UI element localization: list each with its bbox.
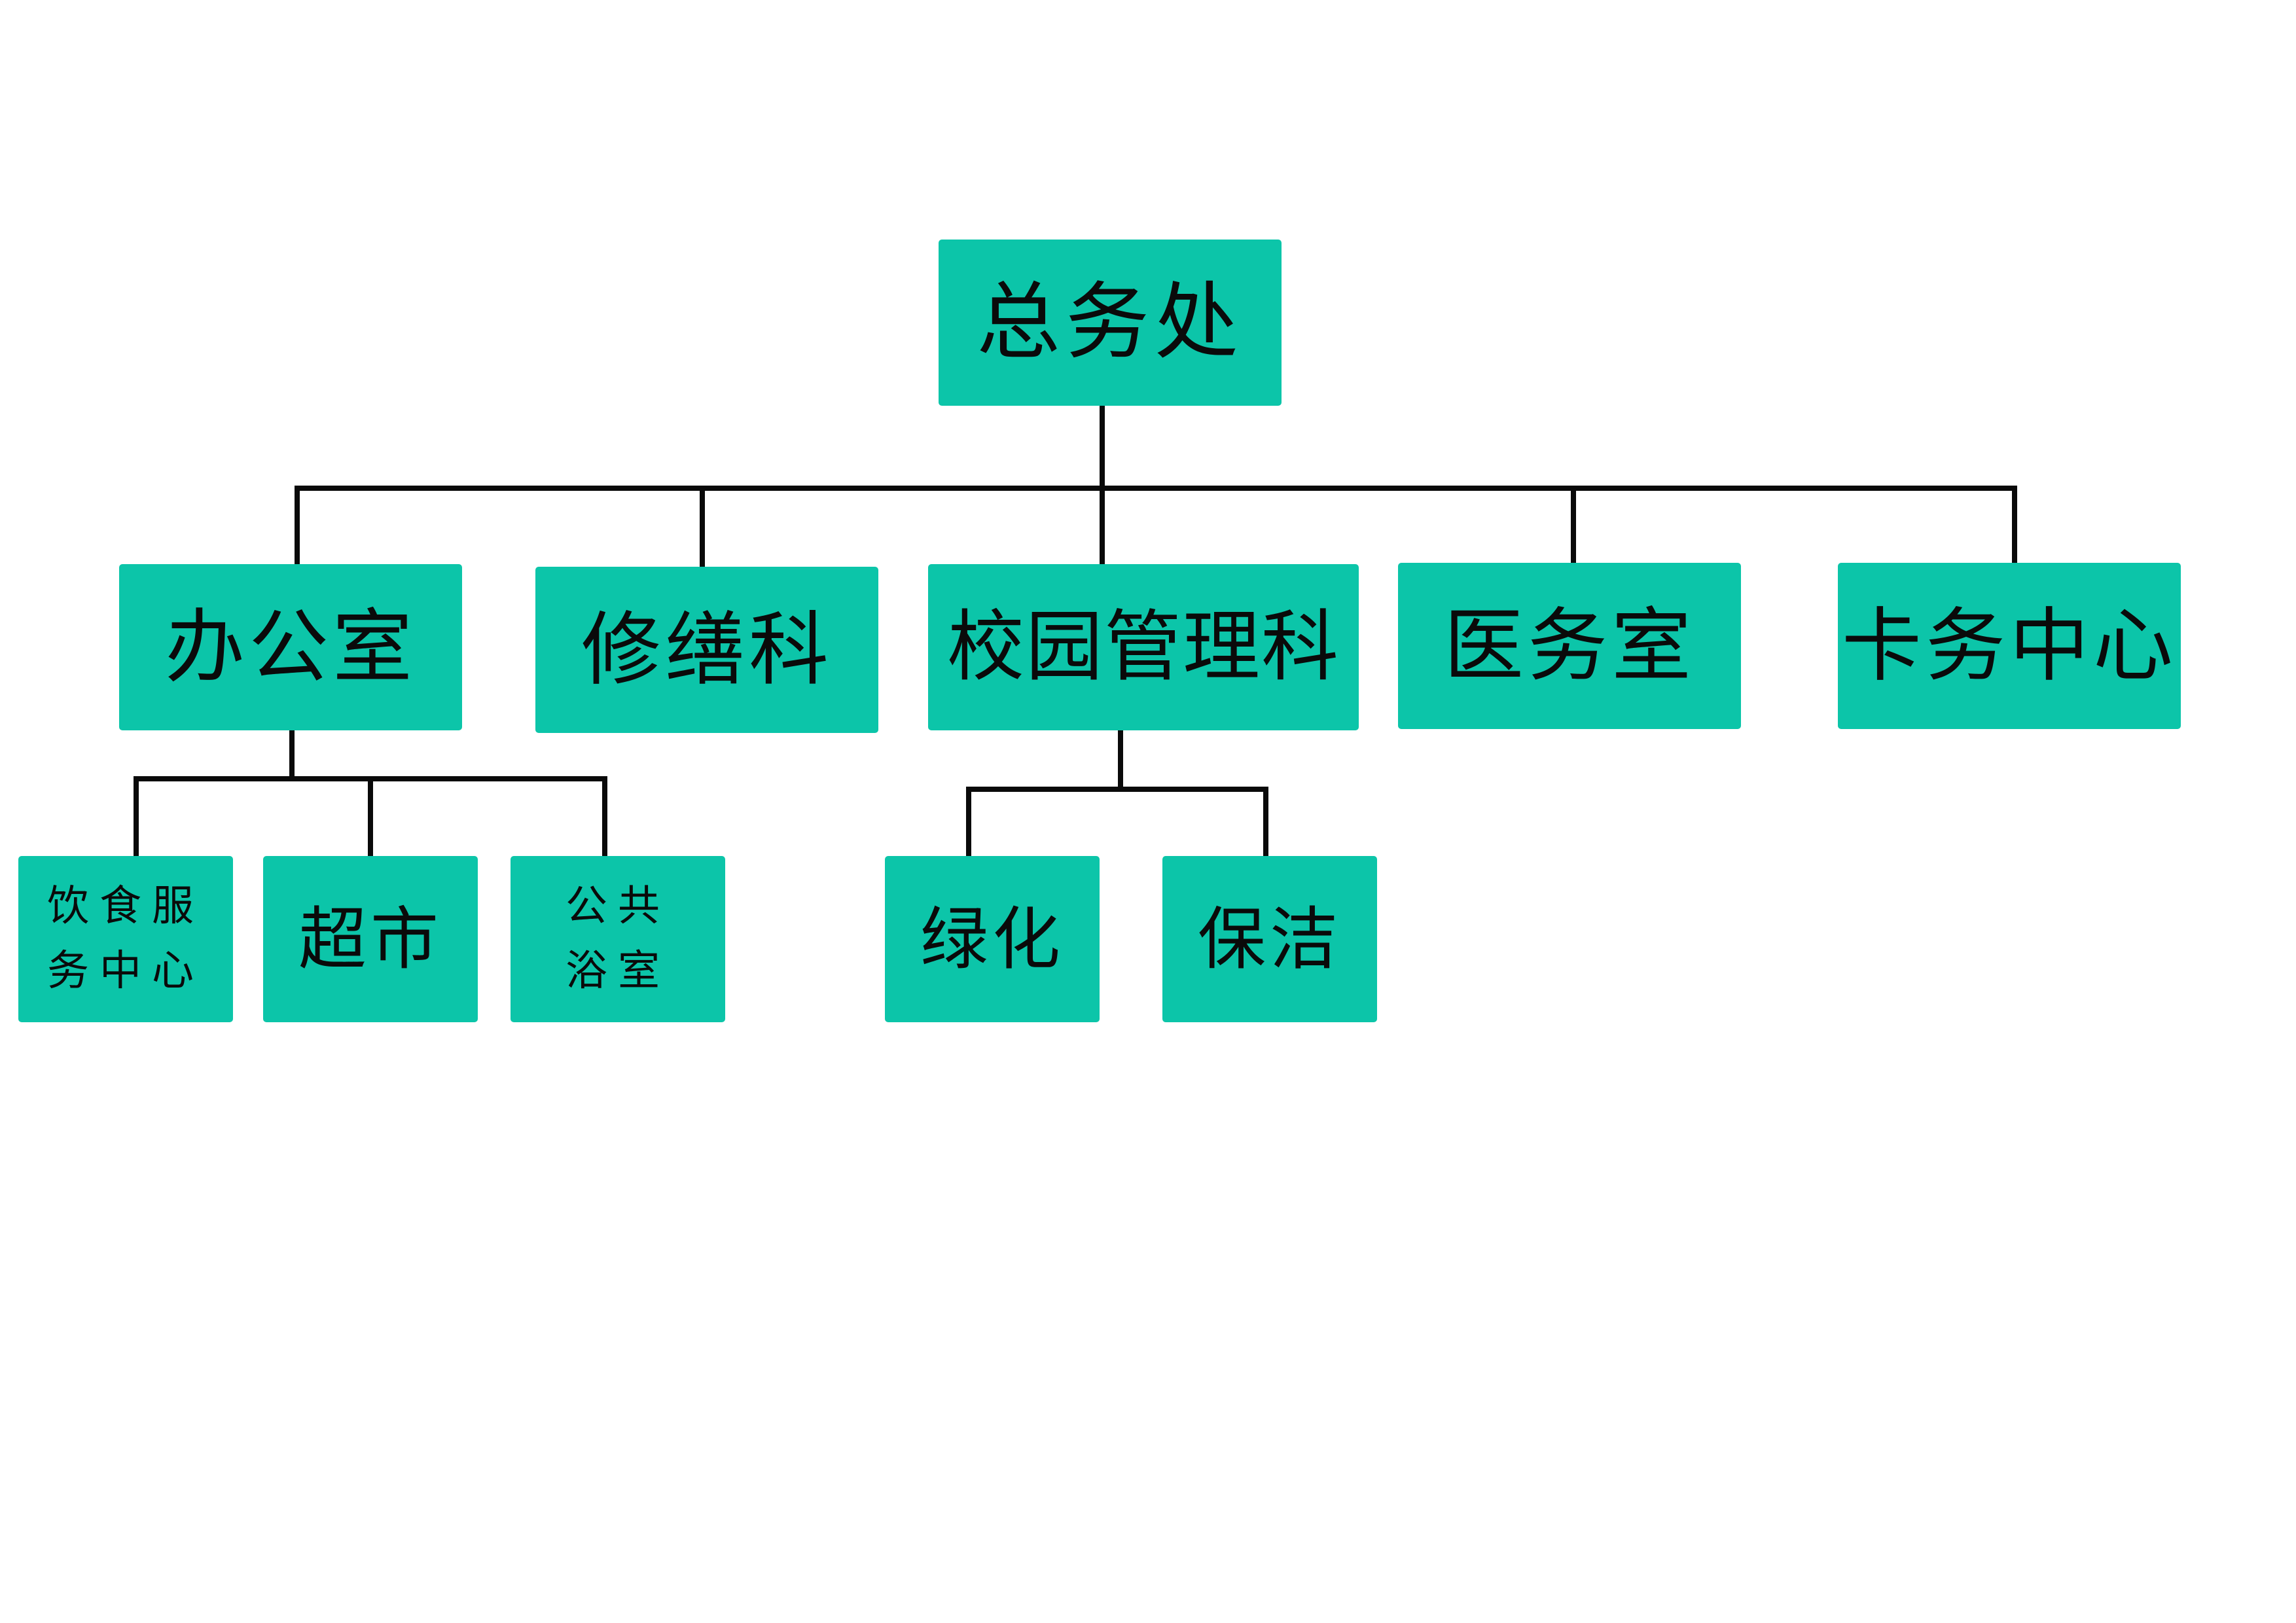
node-office-label: 办公室 xyxy=(165,600,416,694)
node-repair-label: 修缮科 xyxy=(581,603,833,696)
node-supermarket-label: 超市 xyxy=(298,899,442,979)
node-card-center: 卡务中心 xyxy=(1838,563,2181,729)
node-greening-label: 绿化 xyxy=(920,899,1064,979)
node-bathhouse-line2: 浴室 xyxy=(565,947,670,995)
node-clinic: 医务室 xyxy=(1398,563,1741,729)
node-bathhouse-line1: 公共 xyxy=(565,882,670,931)
node-repair: 修缮科 xyxy=(535,567,878,733)
node-bathhouse: 公共 浴室 xyxy=(511,856,725,1022)
node-general-affairs: 总务处 xyxy=(939,240,1282,406)
node-card-center-label: 卡务中心 xyxy=(1842,599,2177,692)
node-supermarket: 超市 xyxy=(263,856,478,1022)
node-office: 办公室 xyxy=(119,564,462,730)
node-cleaning-label: 保洁 xyxy=(1197,899,1342,979)
node-campus-management: 校园管理科 xyxy=(928,564,1359,730)
node-clinic-label: 医务室 xyxy=(1444,599,1695,692)
node-catering-center-line1: 饮食服 xyxy=(47,882,204,931)
node-campus-management-label: 校园管理科 xyxy=(946,601,1340,692)
node-cleaning: 保洁 xyxy=(1162,856,1377,1022)
node-general-affairs-label: 总务处 xyxy=(976,274,1244,371)
node-catering-center: 饮食服 务中心 xyxy=(18,856,233,1022)
node-catering-center-line2: 务中心 xyxy=(47,947,204,995)
node-greening: 绿化 xyxy=(885,856,1100,1022)
